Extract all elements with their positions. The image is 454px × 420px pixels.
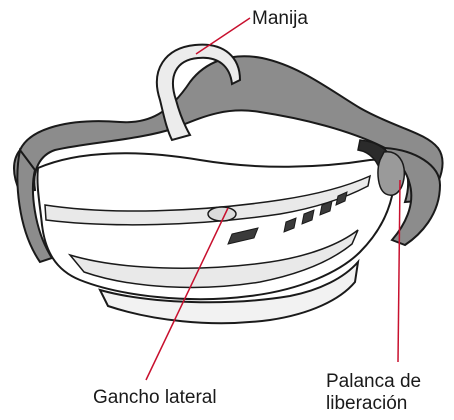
release-lever-label-line2: liberación [326, 393, 421, 415]
side-hook-label-partial: ral [0, 262, 14, 284]
handle-label: Manija [252, 8, 308, 30]
release-lever-label-line1: Palanca de [326, 371, 421, 393]
side-hook-label: Gancho lateral [93, 387, 217, 409]
release-lever-leader-line [398, 180, 400, 362]
release-lever-label: Palanca de liberación [326, 371, 421, 415]
